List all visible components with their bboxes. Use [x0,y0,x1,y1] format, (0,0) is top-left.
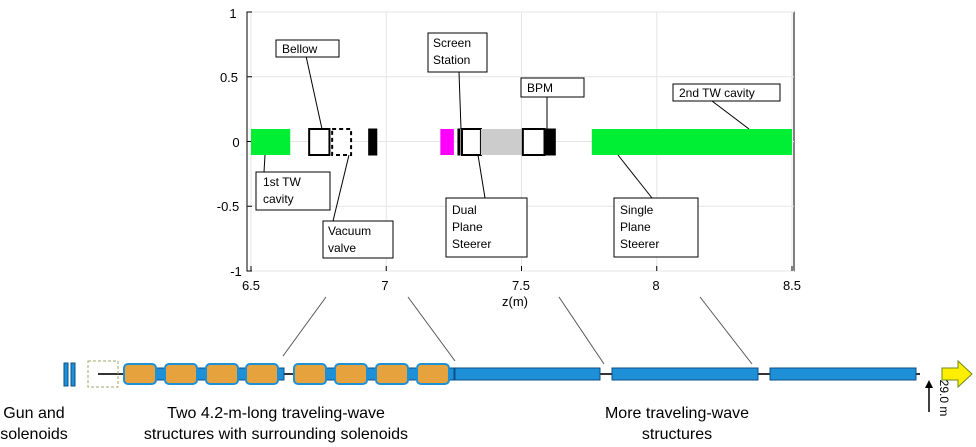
svg-text:valve: valve [328,241,356,255]
distance-marker-label: 29.0 m [937,380,951,417]
component-bellow [460,128,482,156]
svg-text:BPM: BPM [527,81,553,95]
svg-text:Dual: Dual [452,203,477,217]
component-1st-tw-cavity [251,129,291,155]
component-bpm [480,129,523,155]
svg-text:Steerer: Steerer [452,237,491,251]
component-single-plane-steerer [545,128,556,156]
callout-2nd-tw-cavity: 2nd TW cavity [672,83,781,130]
svg-text:Plane: Plane [452,220,483,234]
tw-structures-label: structures with surrounding solenoids [144,426,408,443]
svg-text:cavity: cavity [263,192,294,206]
y-tick-label: 0 [232,135,239,150]
component-screen-station [440,129,454,155]
callout-1st-tw-cavity: 1st TW cavity [255,154,331,211]
x-tick-label: 7.5 [512,278,530,293]
y-tick-label: -1 [230,264,242,279]
svg-text:Steerer: Steerer [620,237,659,251]
component-bellow [308,128,331,156]
component-bellow [521,128,546,156]
svg-text:Bellow: Bellow [282,42,318,56]
position-marker-arrow-icon [925,380,933,412]
callout-single-plane-steerer: Single Plane Steerer [613,154,699,258]
more-structures-label: structures [642,426,712,443]
axis-ticks [247,11,793,272]
x-tick-label: 8 [652,278,659,293]
callout-vacuum-valve: Vacuum valve [322,154,394,259]
svg-text:1st TW: 1st TW [263,175,301,189]
more-structures-label: More traveling-wave [605,405,749,422]
tw-structure-3 [454,367,601,381]
tw-structure-1 [123,363,285,385]
x-tick-label: 6.5 [242,278,260,293]
component-black-element [368,128,378,156]
svg-text:Vacuum: Vacuum [328,224,371,238]
component-2nd-tw-cavity [591,129,792,155]
gun-label: Gun and [3,405,64,422]
callout-screen-station: Screen Station [427,32,488,130]
gun-icon [63,360,119,388]
svg-text:Station: Station [433,53,470,67]
callout-bpm: BPM [520,77,585,129]
y-tick-label: 1 [229,6,236,21]
y-tick-label: 0.5 [220,70,238,85]
x-tick-label: 8.5 [783,278,801,293]
gun-label: solenoids [0,426,68,443]
component-bars [251,128,792,156]
tw-structure-4 [611,367,759,381]
zoom-lines [282,296,753,365]
component-dual-plane-steerer [457,128,461,156]
y-tick-label: -0.5 [217,199,239,214]
svg-text:2nd TW cavity: 2nd TW cavity [679,86,755,100]
x-tick-label: 7 [381,278,388,293]
svg-text:Plane: Plane [620,220,651,234]
tw-structure-5 [769,367,917,381]
callout-dual-plane-steerer: Dual Plane Steerer [445,154,528,258]
x-axis-label: z(m) [502,294,528,309]
svg-text:Screen: Screen [433,36,471,50]
beam-exit-arrow-icon [941,359,973,389]
callout-bellow: Bellow [275,39,340,130]
tw-structures-label: Two 4.2-m-long traveling-wave [167,405,385,422]
beamline-schematic [63,359,973,412]
component-vacuum-valve [331,128,353,156]
tw-structure-2 [293,363,455,385]
svg-text:Single: Single [620,203,654,217]
